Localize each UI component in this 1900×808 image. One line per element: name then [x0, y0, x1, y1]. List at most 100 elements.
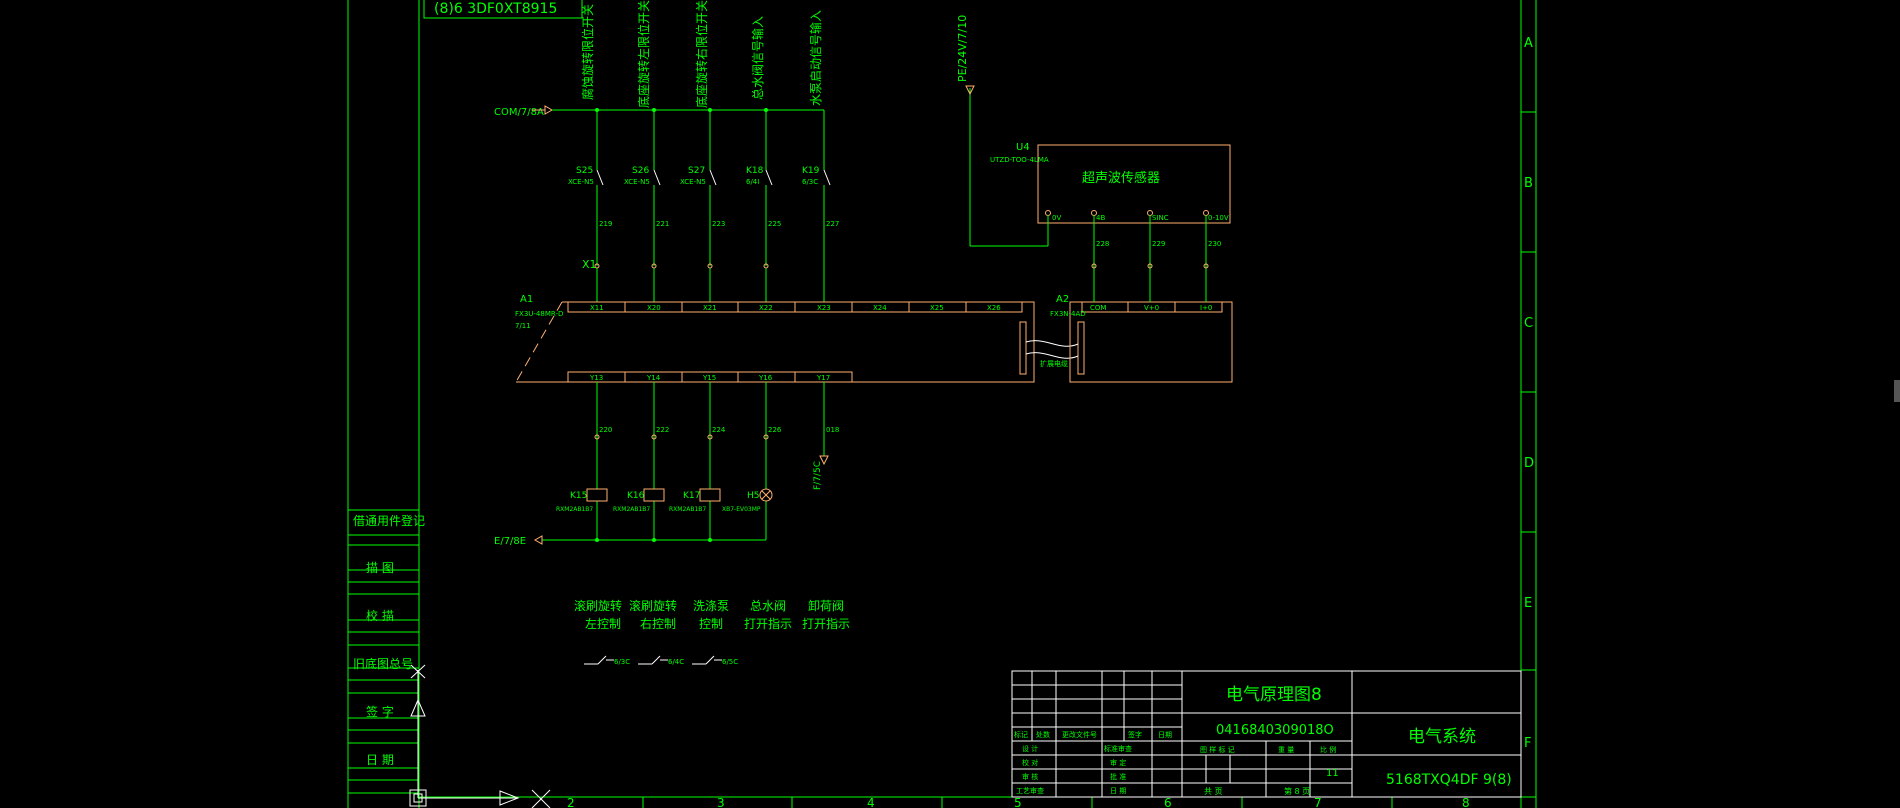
branch-4	[763, 110, 773, 302]
bus-bottom-label: E/7/8E	[494, 536, 526, 547]
relay-tag: K15	[570, 491, 587, 501]
function-labels: 滚刷旋转 左控制 滚刷旋转 右控制 洗涤泵 控制 总水阀 打开指示 卸荷阀 打开…	[574, 598, 850, 631]
switch-tag: K18	[746, 166, 764, 176]
left-stamp-table: 借通用件登记 描 图 校 描 旧底图总号 签 字 日 期	[348, 509, 425, 794]
plc-output-pin: Y14	[646, 374, 661, 382]
switch-model: XCE-N5	[568, 178, 594, 186]
plc-output-pin: Y17	[816, 374, 830, 382]
signal-label: 腐蚀旋转限位开关	[580, 4, 595, 100]
wire-number: 225	[768, 220, 781, 228]
right-label: 审 定	[1110, 758, 1126, 767]
header-label: 日期	[1158, 731, 1172, 739]
stamp-label: 签 字	[366, 704, 394, 719]
header-label: 签字	[1128, 730, 1142, 739]
stage-label: 比 例	[1320, 745, 1336, 754]
stamp-label: 描 图	[366, 561, 394, 575]
output-branches	[533, 382, 829, 545]
plc-ext-pin: COM	[1090, 304, 1106, 312]
function-label-line2: 打开指示	[802, 616, 850, 631]
right-label: 日 期	[1110, 787, 1126, 795]
stage-label: 重 量	[1278, 746, 1294, 754]
vertical-scrollbar-thumb[interactable]	[1894, 380, 1900, 402]
plc-ext-pin: I+0	[1200, 304, 1212, 312]
plc-ext-model: FX3N-4AD	[1050, 310, 1086, 318]
plc-main[interactable]: A1 FX3U-48MR-D 7/11 X11 X20 X21 X22 X23 …	[515, 294, 1035, 383]
title-block-drawing-code: 5168TXQ4DF 9(8)	[1386, 772, 1512, 788]
plc-input-pin: X21	[703, 304, 717, 312]
plc-input-pin: X25	[930, 304, 944, 312]
row-label: 审 核	[1022, 772, 1038, 781]
wire-numbers-top: 219 221 223 225 227	[599, 220, 839, 228]
column-number: 4	[867, 796, 875, 808]
row-letter: C	[1524, 316, 1533, 331]
sensor-pin: 4B	[1096, 214, 1105, 222]
input-branches	[594, 110, 831, 302]
function-label-line2: 右控制	[640, 616, 676, 631]
switch-model: XCE-N5	[680, 178, 706, 186]
wire-number: 220	[599, 426, 612, 434]
sensor-pin: 0-10V	[1208, 214, 1229, 222]
relay-tag: K17	[683, 491, 700, 501]
function-label-line1: 滚刷旋转	[574, 598, 622, 613]
function-label-line2: 控制	[699, 617, 723, 631]
header-label: 处数	[1036, 730, 1050, 739]
top-reference-text: (8)6 3DF0XT8915	[434, 1, 557, 17]
plc-ext-tag: A2	[1056, 294, 1069, 305]
stamp-label: 旧底图总号	[353, 656, 413, 671]
switch-tag: S25	[576, 166, 593, 176]
plc-output-pin: Y13	[589, 374, 603, 382]
plc-input-pin: X26	[987, 304, 1001, 312]
relay-model: RXM2AB1B7	[669, 506, 706, 513]
row-letter: A	[1524, 36, 1533, 51]
supply-reference: PE/24V/7/10	[956, 15, 969, 82]
wire-number: 224	[712, 426, 726, 434]
branch-3	[707, 110, 717, 302]
wire-number: 223	[712, 220, 725, 228]
switch-tag: K19	[802, 166, 820, 176]
column-numbers: 2 3 4 5 6 7 8	[567, 796, 1470, 808]
top-common-bus: COM/7/8A	[494, 105, 824, 118]
column-number: 5	[1014, 796, 1022, 808]
relay-model: RXM2AB1B7	[556, 506, 593, 513]
column-number: 3	[717, 796, 725, 808]
branch-2	[651, 110, 661, 302]
header-label: 更改文件号	[1062, 730, 1097, 739]
ultrasonic-sensor[interactable]: U4 UTZD-TOO-4LMA 超声波传感器 0V 4B SINC 0-10V	[990, 142, 1231, 224]
column-number: 8	[1462, 796, 1470, 808]
wire-number: 228	[1096, 240, 1109, 248]
row-label: 工艺审查	[1016, 786, 1044, 795]
plc-extension-module[interactable]: A2 FX3N-4AD COM V+0 I+0	[1050, 294, 1233, 383]
signal-label: 水泵启动信号输入	[808, 10, 823, 106]
sensor-name: 超声波传感器	[1082, 170, 1160, 186]
title-block-sheet: 第 8 页	[1284, 786, 1310, 796]
wire-number: 221	[656, 220, 669, 228]
contact-ref: 6/3C	[614, 658, 630, 666]
branch-5	[823, 110, 831, 302]
sensor-pin: 0V	[1052, 214, 1061, 222]
sensor-pin: SINC	[1152, 214, 1169, 222]
supply-out-label: F/7/5C	[813, 461, 823, 490]
input-signal-labels: 腐蚀旋转限位开关 底座旋转左限位开关 底座旋转右限位开关 总水阀信号输入 水泵启…	[580, 0, 823, 108]
column-number: 6	[1164, 796, 1172, 808]
ucs-axis-icon	[409, 664, 551, 808]
wire-number: 230	[1208, 240, 1221, 248]
plc-input-pin: X23	[817, 304, 831, 312]
switch-tag: S26	[632, 166, 649, 176]
terminal-block-label: X1	[582, 258, 597, 271]
plc-ext-pin: V+0	[1144, 304, 1159, 312]
title-block-title: 电气原理图8	[1226, 685, 1322, 705]
stamp-label: 日 期	[366, 753, 394, 767]
switch-model: 6/3C	[802, 178, 818, 186]
stage-label: 图 样 标 记	[1200, 745, 1235, 754]
relay-tag: K16	[627, 491, 645, 501]
lamp-tag: H5	[747, 491, 760, 501]
row-label: 设 计	[1022, 744, 1038, 753]
title-block-sheet-index: 11	[1326, 768, 1339, 779]
row-letter: B	[1524, 176, 1533, 191]
bus-top-label: COM/7/8A	[494, 107, 544, 118]
plc-main-tag: A1	[520, 294, 533, 305]
wire-number: 018	[826, 426, 839, 434]
relay-model: RXM2AB1B7	[613, 506, 650, 513]
column-number: 2	[567, 796, 575, 808]
